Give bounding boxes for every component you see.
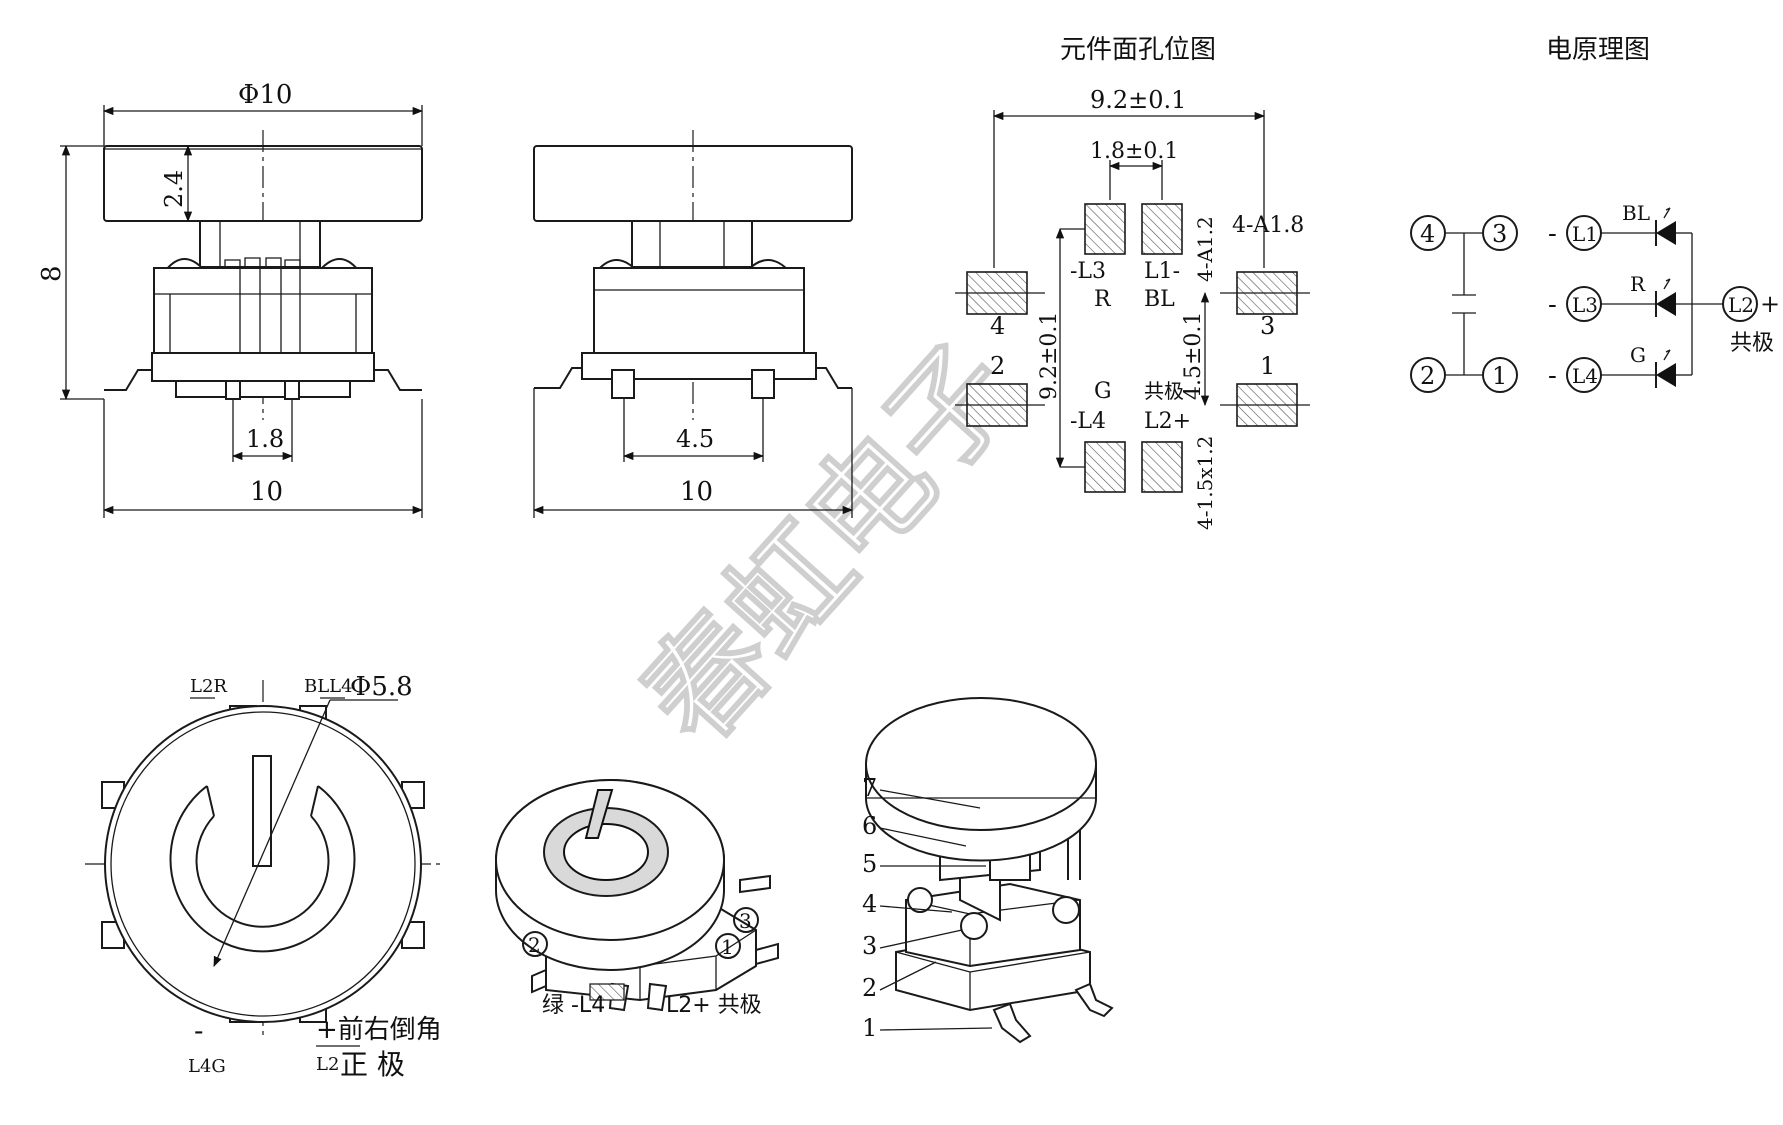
side-dim-width-10: 10: [680, 477, 713, 507]
pcb-layout-title: 元件面孔位图: [1060, 35, 1216, 65]
lbl-L4: -L4: [1070, 409, 1106, 434]
top-note-l2: L2: [316, 1054, 339, 1075]
sch-plus: +: [1760, 290, 1780, 318]
dim-1-8: 1.8: [246, 425, 284, 453]
exp-part-4: 4: [862, 890, 877, 918]
sch-BL: BL: [1622, 201, 1650, 225]
lbl-R: R: [1094, 287, 1112, 312]
dim-4-5-vert: 4.5±0.1: [1181, 312, 1206, 400]
exp-part-2: 2: [862, 974, 877, 1002]
top-l4g: L4G: [188, 1056, 226, 1077]
top-bll4: BLL4: [304, 676, 353, 697]
pcb-pin-4: 4: [990, 312, 1005, 340]
top-note-positive: 正 极: [340, 1048, 405, 1081]
dim-9-2-top: 9.2±0.1: [1090, 86, 1186, 114]
lbl-L2: L2+: [1144, 409, 1191, 434]
lbl-L3: -L3: [1070, 259, 1106, 284]
pcb-layout: 元件面孔位图 9.2±0.1 1.8±0.1 4-A1.8 4-A1.2 9.2…: [955, 35, 1310, 530]
dim-slot: 4-1.5x1.2: [1193, 436, 1217, 530]
dim-4-a1-8: 4-A1.8: [1232, 213, 1304, 238]
pcb-pin-1: 1: [1260, 352, 1275, 380]
dim-1-8-pad: 1.8±0.1: [1090, 139, 1178, 164]
sch-node-3: 3: [1492, 220, 1507, 248]
sch-node-1: 1: [1492, 362, 1507, 390]
side-view: 4.5 10: [532, 130, 854, 518]
sch-node-2: 2: [1420, 362, 1435, 390]
sch-L2: L2: [1728, 293, 1754, 317]
sch-minus-3: -: [1548, 290, 1557, 320]
iso-callout-2: 2: [528, 933, 541, 957]
exp-part-6: 6: [862, 812, 877, 840]
sch-G: G: [1630, 343, 1646, 367]
sch-minus-4: -: [1548, 361, 1557, 391]
sch-node-4: 4: [1420, 220, 1435, 248]
exp-part-3: 3: [862, 932, 877, 960]
exp-part-1: 1: [862, 1014, 877, 1042]
dim-4-5: 4.5: [676, 425, 714, 453]
sch-L1: L1: [1572, 222, 1598, 246]
dim-9-2-vert: 9.2±0.1: [1037, 312, 1062, 400]
dim-phi10: Φ10: [238, 80, 292, 110]
top-view: Φ5.8 L2R BLL4 - L4G +前右倒角 L2 正 极: [85, 672, 442, 1081]
top-note-chamfer: +前右倒角: [316, 1015, 442, 1045]
iso-callout-3: 3: [739, 909, 752, 933]
dim-4-a1-2: 4-A1.2: [1193, 216, 1217, 282]
dim-cap-2-4: 2.4: [160, 170, 188, 208]
iso-green-l4: 绿 -L4: [542, 993, 605, 1018]
exp-part-7: 7: [862, 774, 877, 802]
dim-width-10: 10: [250, 477, 283, 507]
top-phi5-8: Φ5.8: [350, 672, 413, 702]
lbl-L1: L1-: [1144, 259, 1180, 284]
sch-R: R: [1630, 272, 1646, 296]
sch-L4: L4: [1572, 364, 1598, 388]
iso-callout-1: 1: [721, 935, 734, 959]
sch-L3: L3: [1572, 293, 1598, 317]
exp-part-5: 5: [862, 850, 877, 878]
dim-height-8: 8: [37, 265, 67, 282]
front-view: Φ10 8 2.4 1.8 10: [37, 80, 424, 518]
schematic-title: 电原理图: [1546, 35, 1650, 65]
isometric-view: 3 1 2 绿 -L4 L2+ 共极: [495, 779, 779, 1018]
lbl-BL: BL: [1144, 287, 1175, 312]
sch-minus-1: -: [1548, 219, 1557, 249]
lbl-common: 共极: [1144, 379, 1184, 403]
top-minus: -: [194, 1014, 203, 1047]
sch-common: 共极: [1730, 331, 1774, 356]
schematic: 电原理图 4 3 2 1 - - - L1 L3 L4 L2 + 共极: [1410, 35, 1780, 393]
exploded-view: 7 6 5 4 3 2 1: [862, 697, 1114, 1044]
lbl-G: G: [1094, 379, 1112, 404]
pcb-pin-2: 2: [990, 352, 1005, 380]
pcb-pin-3: 3: [1260, 312, 1275, 340]
iso-l2-common: L2+ 共极: [666, 993, 762, 1018]
top-l2r: L2R: [190, 676, 227, 697]
